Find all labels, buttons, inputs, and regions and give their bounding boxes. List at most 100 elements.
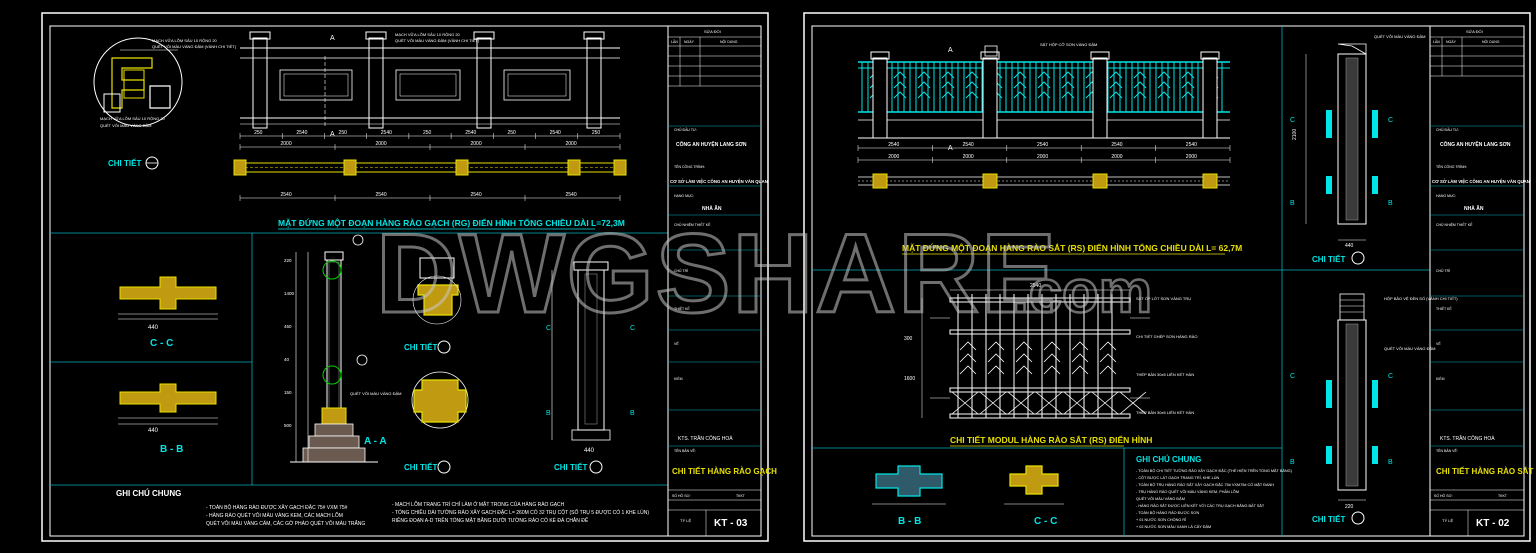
section-bb-drawing <box>118 383 218 425</box>
iron-chevron <box>1061 71 1075 99</box>
note-top-2: QUÉT VÔI MÀU VÀNG ĐẬM (VÀNH CHI TIẾT) <box>152 44 237 49</box>
iron-chevron <box>1013 71 1027 99</box>
tb2-sheet-no: KT - 02 <box>1476 518 1510 529</box>
notes-right: - MẠCH LÕM TRANG TRÍ CHỈ LÀM Ở MẶT TRONG… <box>392 501 649 524</box>
column-cap <box>473 31 495 40</box>
decor-panel <box>395 69 461 101</box>
sheet1-outer-frame <box>41 12 769 542</box>
dim-value: 250 <box>254 130 263 136</box>
iron-elevation-title: MẶT ĐỨNG MỘT ĐOẠN HÀNG RÀO SẮT (RS) ĐIỂN… <box>902 242 1242 253</box>
iron-chevron <box>1133 71 1147 99</box>
iron-section-bb <box>872 465 946 505</box>
iron-note-line: - TOÀN BỘ HÀNG RÀO ĐƯỢC SƠN <box>1136 510 1199 515</box>
dim-column-side: 440 <box>584 448 595 454</box>
iron-notes: - TOÀN BỘ CHI TIẾT TƯỜNG RÀO XÂY GẠCH ĐẶ… <box>1136 468 1293 529</box>
iron-note-line: QUÉT VÔI MÀU VÀNG ĐẬM <box>1136 496 1185 501</box>
dim-value: 2000 <box>1186 154 1197 160</box>
cap-detail-lower <box>411 371 469 429</box>
iron-plan-post <box>1202 173 1218 189</box>
section-cc-drawing <box>118 276 218 320</box>
note-line: - HÀNG RÀO QUÉT VÔI MÀU VÀNG KEM, CÁC MẠ… <box>206 512 343 519</box>
iron-fence-plan <box>858 173 1230 189</box>
section-mark-a-top: A <box>330 35 335 42</box>
brick-fence-elevation <box>240 31 620 129</box>
decor-panel <box>503 69 571 101</box>
section-mark-c-right: C <box>630 325 635 332</box>
tb1-location: CƠ SỞ LÀM VIỆC CÔNG AN HUYỆN VĂN QUAN <box>670 179 768 184</box>
iron-module-detail <box>921 289 1150 419</box>
tb1-design-label: CHỦ NHIỆM THIẾT KẾ <box>674 222 711 227</box>
column-dim-value: 1400 <box>284 291 295 296</box>
note-line: - MẠCH LÕM TRANG TRÍ CHỈ LÀM Ở MẶT TRONG… <box>392 501 565 508</box>
tb2-r3: VẼ <box>1436 341 1441 346</box>
tb1-item-label: HẠNG MỤC: <box>674 194 694 198</box>
iron-note-line: + 02 NƯỚC SƠN MÀU XANH LÁ CÂY ĐẬM <box>1136 524 1211 529</box>
iron-detail-marker-2-icon <box>1351 511 1365 525</box>
plan-post <box>455 159 469 176</box>
column-note: QUÉT VÔI MÀU VÀNG ĐẬM <box>350 391 402 396</box>
module-chevron <box>1015 341 1033 375</box>
tb2-location: CƠ SỞ LÀM VIỆC CÔNG AN HUYỆN VĂN QUAN <box>1432 179 1530 184</box>
iron-post-cap <box>980 51 1000 60</box>
detail-marker-3-icon <box>589 460 603 474</box>
tb2-phase: TKKT <box>1498 494 1508 498</box>
module-cross <box>1035 391 1063 415</box>
tb1-rev-col-1: LẦN <box>671 40 678 44</box>
module-dim-2: 1600 <box>904 376 915 382</box>
elev-note-1: MẠCH VỮA LÕM SÂU 10 RỘNG 20 <box>395 32 461 37</box>
dim-value: 2540 <box>465 130 476 136</box>
module-note: SẮT ỐP LÓT SƠN VÀNG TRỤ <box>1136 296 1191 301</box>
note-line: - TỔNG CHIỀU DÀI TƯỜNG RÀO XÂY GẠCH ĐẶC … <box>392 509 649 516</box>
section-marker-icon <box>352 234 364 246</box>
title-block-kt02 <box>1429 25 1525 537</box>
detail-label-3: CHI TIẾT <box>554 462 587 472</box>
iron-plan-post <box>982 173 998 189</box>
note-top-1: MẠCH VỮA LÕM SÂU 10 RỘNG 20 <box>152 38 218 43</box>
elev-note-2: QUÉT VÔI MÀU VÀNG ĐẬM (VÀNH CHI TIẾT) <box>395 38 480 43</box>
iron-post <box>872 57 888 139</box>
module-cross <box>951 391 979 415</box>
mark-c-lower-left: C <box>1290 373 1295 380</box>
iron-chevron <box>917 71 931 99</box>
tb2-project-label: TÊN CÔNG TRÌNH: <box>1436 164 1467 169</box>
iron-chevron <box>1109 71 1123 99</box>
iron-post <box>1202 57 1218 139</box>
tb1-rev-col-3: NỘI DUNG <box>720 39 738 44</box>
section-mark-a2-bottom: A <box>948 145 953 152</box>
watermark-main: DWGSHARE <box>376 211 1058 336</box>
iron-detail-label-2: CHI TIẾT <box>1312 514 1345 524</box>
tb2-rev-col-3: NỘI DUNG <box>1482 39 1500 44</box>
cap-detail-upper <box>412 257 462 325</box>
iron-plan-post <box>1092 173 1108 189</box>
detail-label-top: CHI TIẾT <box>108 158 141 168</box>
iron-note-line: + 01 NƯỚC SƠN CHỐNG RỈ <box>1136 517 1186 522</box>
dim-cc: 440 <box>148 325 159 331</box>
module-title: CHI TIẾT MODUL HÀNG RÀO SẮT (RS) ĐIỂN HÌ… <box>950 434 1152 445</box>
section-mark-a-bottom: A <box>330 131 335 138</box>
column-dim-value: 500 <box>284 423 292 428</box>
mark-b-upper-right: B <box>1388 200 1393 207</box>
tb2-scale-label: TỶ LỆ <box>1442 518 1453 523</box>
label-section-cc: C - C <box>150 338 173 349</box>
col-note-3: QUÉT VÔI MÀU VÀNG ĐẬM <box>1384 346 1436 351</box>
iron-fence-elevation <box>858 51 1230 139</box>
note-line: - TOÀN BỘ HÀNG RÀO ĐƯỢC XÂY GẠCH ĐẶC 75#… <box>206 504 348 511</box>
dim-value: 2540 <box>1186 142 1197 148</box>
tb2-drawing: CHI TIẾT HÀNG RÀO SẮT <box>1436 466 1533 476</box>
decor-panel <box>279 69 353 101</box>
iron-plan-post <box>872 173 888 189</box>
tb2-drawing-label: TÊN BẢN VẼ: <box>1436 448 1458 453</box>
decor-panel-inner <box>399 73 457 97</box>
decor-panel-inner <box>283 73 349 97</box>
dim-value: 2000 <box>281 141 292 147</box>
dim-value: 2540 <box>963 142 974 148</box>
brick-column <box>252 37 268 129</box>
tb2-design-label: CHỦ NHIỆM THIẾT KẾ <box>1436 222 1473 227</box>
tb1-project-label: TÊN CÔNG TRÌNH: <box>674 164 705 169</box>
dim-value: 2000 <box>888 154 899 160</box>
